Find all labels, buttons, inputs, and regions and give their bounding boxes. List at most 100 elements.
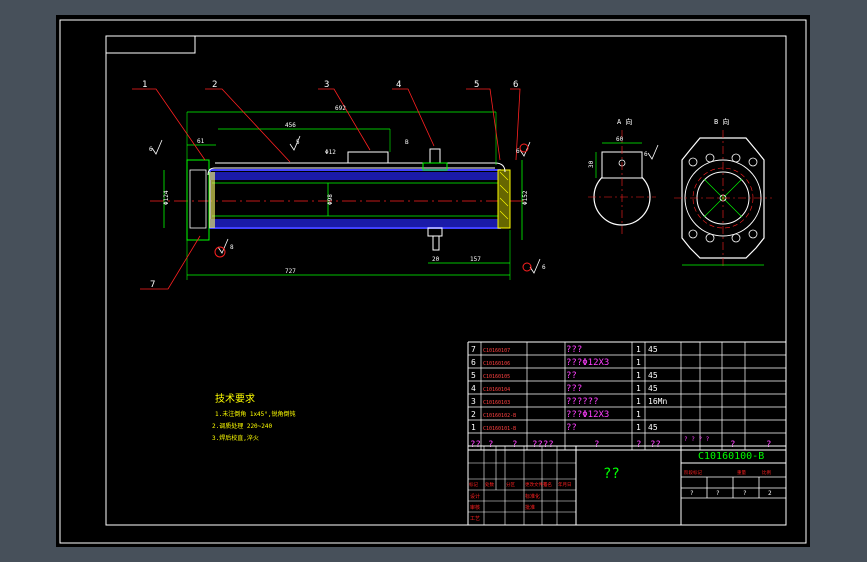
dim-b: B — [405, 139, 409, 146]
model-space[interactable] — [56, 15, 810, 547]
dim-12: Φ12 — [325, 149, 336, 156]
balloon-4: 4 — [396, 80, 401, 90]
part-no: 6 — [471, 358, 476, 367]
part-name: ??? — [566, 345, 582, 355]
tb-bottom-2: ? — [716, 490, 720, 497]
part-name: ??? — [566, 384, 582, 394]
marker-circle — [519, 143, 529, 153]
part-material: 45 — [648, 423, 658, 432]
tb-bottom-4: 2 — [768, 490, 772, 497]
header-name: ???? — [532, 440, 554, 450]
part-name: ?? — [566, 371, 577, 381]
view-a-label: A 向 — [617, 117, 632, 126]
part-material: 16Mn — [648, 397, 667, 406]
part-qty: 1 — [636, 410, 641, 419]
tb-weight: 重量 — [737, 469, 746, 476]
header-material: ? — [636, 440, 641, 450]
header-unit: ? ? ? ? — [684, 436, 710, 443]
part-no: 7 — [471, 345, 476, 354]
tb-role-process: 工艺 — [470, 516, 480, 522]
dim-727: 727 — [285, 268, 296, 275]
dim-61: 61 — [197, 138, 205, 145]
balloon-5: 5 — [474, 80, 479, 90]
dim-20: 20 — [432, 256, 440, 263]
part-qty: 1 — [636, 384, 641, 393]
header-remark: ? — [766, 440, 771, 450]
part-code: C10160101-B — [483, 426, 516, 432]
part-name: ???Φ12X3 — [566, 358, 609, 368]
header-code-2: ? — [512, 440, 517, 450]
title-block: C10160100-B ?? 标记 处数 分区 更改文件号 签名 年月日 设计 … — [467, 445, 787, 526]
part-code: C10160105 — [483, 374, 510, 380]
tb-role-approve: 批准 — [525, 504, 535, 511]
part-code: C10160107 — [483, 348, 510, 354]
part-no: 3 — [471, 397, 476, 406]
tb-mark: 标记 — [469, 481, 478, 488]
balloon-2: 2 — [212, 80, 217, 90]
tb-change: 更改文件号 — [525, 481, 548, 488]
roughness-2: 6 — [516, 148, 520, 155]
part-material: 45 — [648, 371, 658, 380]
part-qty: 1 — [636, 423, 641, 432]
part-name: ?? — [566, 423, 577, 433]
part-code: C10160104 — [483, 387, 510, 393]
marker-circle — [522, 262, 532, 272]
tb-bottom-3: ? — [743, 490, 747, 497]
code-box — [105, 35, 196, 54]
part-code: C10160106 — [483, 361, 510, 367]
view-b-label: B 向 — [714, 117, 729, 126]
part-qty: 1 — [636, 358, 641, 367]
leaders — [132, 88, 521, 290]
tb-zone: 分区 — [506, 481, 515, 488]
drawing-name: ?? — [603, 466, 620, 482]
tech-line-2: 2.调质处理 220~240 — [212, 422, 273, 430]
part-code: C10160103 — [483, 400, 510, 406]
dim-30: 30 — [588, 160, 595, 168]
header-total: ? — [730, 440, 735, 450]
view-a: A 向 60 30 — [588, 117, 656, 235]
part-name: ???Φ12X3 — [566, 410, 609, 420]
tb-stage: 阶段标记 — [684, 469, 702, 476]
part-qty: 1 — [636, 397, 641, 406]
part-material: 45 — [648, 345, 658, 354]
balloon-7: 7 — [150, 280, 155, 290]
part-qty: 1 — [636, 345, 641, 354]
tb-role-design: 设计 — [470, 493, 480, 500]
header-qty: ? — [594, 440, 599, 450]
tb-role-standard: 标准化 — [525, 493, 540, 500]
part-material: 45 — [648, 384, 658, 393]
inner-frame — [105, 35, 787, 526]
tb-bottom-1: ? — [690, 490, 694, 497]
dim-60: 60 — [616, 136, 624, 143]
header-code: ? — [488, 440, 493, 450]
header-weight: ?? — [650, 440, 661, 450]
marker-circle — [214, 246, 226, 258]
balloon-6: 6 — [513, 80, 518, 90]
tech-line-3: 3.焊后校直,淬火 — [212, 434, 259, 442]
dim-692: 692 — [335, 105, 346, 112]
tech-line-1: 1.未注倒角 1x45°,锐角倒钝 — [215, 410, 296, 418]
roughness-4: 8 — [230, 244, 234, 251]
part-no: 2 — [471, 410, 476, 419]
roughness-5: 6 — [542, 264, 546, 271]
dim-456: 456 — [285, 122, 296, 129]
tb-count: 处数 — [485, 481, 494, 488]
outer-frame — [59, 19, 807, 544]
part-no: 1 — [471, 423, 476, 432]
part-code: C10160102-B — [483, 413, 516, 419]
main-view — [150, 111, 528, 280]
dim-phi152: Φ152 — [522, 190, 529, 205]
part-qty: 1 — [636, 371, 641, 380]
roughness-6: 6 — [644, 151, 648, 158]
balloon-labels: 1 2 3 4 5 6 7 — [142, 80, 518, 290]
roughness-1: 6 — [149, 146, 153, 153]
roughness-3: 5 — [296, 139, 300, 146]
tb-role-check: 审核 — [470, 504, 480, 511]
tech-title: 技术要求 — [215, 392, 255, 405]
balloon-1: 1 — [142, 80, 147, 90]
part-name: ?????? — [566, 397, 599, 407]
balloon-3: 3 — [324, 80, 329, 90]
header-no: ?? — [470, 440, 481, 450]
